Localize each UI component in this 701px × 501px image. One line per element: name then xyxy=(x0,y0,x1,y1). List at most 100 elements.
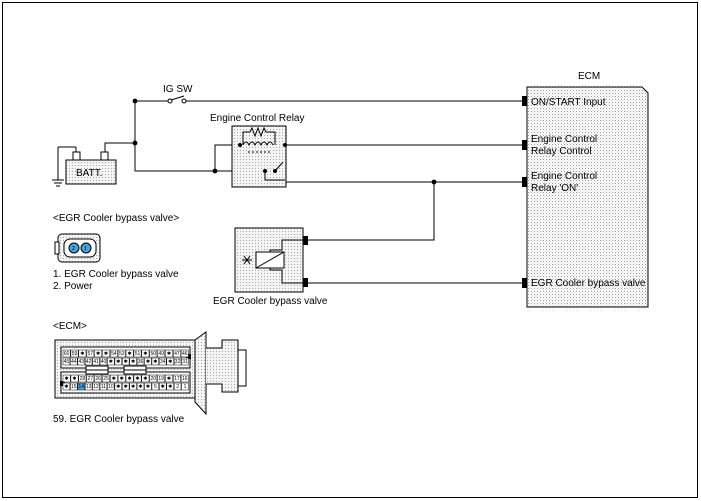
ecm-pin-label: ✱ xyxy=(72,376,76,382)
ecm-pin-label: 15 xyxy=(71,384,77,390)
ecm-pin-cell xyxy=(173,357,182,366)
ecm-pin-cell xyxy=(70,382,78,391)
ecm-pin-cell xyxy=(77,382,85,391)
ecm-pin-cell xyxy=(102,349,110,358)
ecm-box xyxy=(522,86,649,308)
ecm-pin-cell xyxy=(92,357,100,366)
ecm-pin-label: ✱ xyxy=(168,359,172,365)
ecm-pin-cell xyxy=(157,349,166,358)
ecm-relay-control-label-2: Relay Control xyxy=(531,146,592,157)
ecm-pin-label: ✱ xyxy=(96,351,100,357)
ecm-pin-label: ✱ xyxy=(109,359,113,365)
ecm-pin-cell xyxy=(173,382,182,391)
wires xyxy=(104,100,522,284)
ecm-pin-label: ✱ xyxy=(104,351,108,357)
ecm-pin-label: 57 xyxy=(87,351,93,357)
ecm-pin-cell xyxy=(114,382,122,391)
ecm-pin-label: 41 xyxy=(93,359,99,365)
ecm-pin-cell xyxy=(181,382,189,391)
ecm-pin-cell xyxy=(99,357,108,366)
ecm-pin-label: ✱ xyxy=(128,376,132,382)
ecm-pin-label: 28 xyxy=(80,376,86,382)
ecm-pin-cell xyxy=(117,349,126,358)
ecm-pin-cell xyxy=(92,382,100,391)
ecm-pin-label: 34 xyxy=(160,359,166,365)
ecm-pin-relay-control xyxy=(522,140,527,150)
ecm-pin-cell xyxy=(136,357,145,366)
ecm-pin-label: ✱ xyxy=(65,376,69,382)
ecm-pin-label: 16 xyxy=(182,376,188,382)
ecm-pin-label: 11 xyxy=(101,384,106,390)
ecm-pin-cell xyxy=(166,382,174,391)
ecm-pin-cell xyxy=(180,349,189,358)
egr-connector-pin-1: 1 xyxy=(84,246,87,252)
junction-dots xyxy=(132,98,437,185)
ecm-pin-label: ✱ xyxy=(146,384,150,390)
ecm-pin-cell xyxy=(151,382,160,391)
ecm-pin-label: ✱ xyxy=(153,359,157,365)
ecm-pin-cell xyxy=(86,374,95,383)
ig-switch xyxy=(167,95,187,104)
ecm-pin-label: 49 xyxy=(158,351,164,357)
ecm-pin-cell xyxy=(110,349,118,358)
ecm-pin-cell xyxy=(122,357,130,366)
ecm-pin-label: 1 xyxy=(184,384,187,390)
battery xyxy=(65,151,117,185)
ecm-pin-cell xyxy=(165,349,173,358)
ecm-pin-label: ✱ xyxy=(80,351,84,357)
ecm-pin-cell xyxy=(110,374,118,383)
ecm-pin-label: 59 xyxy=(72,351,78,357)
ecm-pin-label: 46 xyxy=(182,351,188,357)
ecm-pin-label: ✱ xyxy=(128,351,132,357)
ecm-pin-cell xyxy=(133,374,142,383)
ecm-pin-label: 5 xyxy=(154,384,157,390)
ecm-pin-label: ✱ xyxy=(143,376,147,382)
ecm-pin-label: 25 xyxy=(103,376,109,382)
ecm-pin-cell xyxy=(133,349,142,358)
ecm-pin-cell xyxy=(157,374,166,383)
ecm-pin-label: 12 xyxy=(93,384,99,390)
ecm-pin-label: 40 xyxy=(101,359,107,365)
ecm-relay-on-label-1: Engine Control xyxy=(531,171,597,182)
ecm-pin-cell xyxy=(62,382,71,391)
ecm-pin-label: ✱ xyxy=(124,359,128,365)
ecm-pin-label: 31 xyxy=(182,359,188,365)
ecm-pin-cell xyxy=(84,382,93,391)
ecm-pin-label: 17 xyxy=(174,376,180,382)
ecm-pin-label: ✱ xyxy=(135,376,139,382)
ecm-pin-cell xyxy=(78,374,87,383)
ecm-pin-label: ✱ xyxy=(124,384,128,390)
ecm-pin-label: 54 xyxy=(111,351,117,357)
ecm-connector-header: <ECM> xyxy=(53,321,87,332)
ecm-egr-valve-label: EGR Cooler bypass valve xyxy=(531,278,646,289)
ecm-pin-cell xyxy=(70,349,79,358)
ecm-pin-on-start xyxy=(522,96,527,106)
ecm-legend: 59. EGR Cooler bypass valve xyxy=(53,414,185,425)
egr-valve-label: EGR Cooler bypass valve xyxy=(213,296,328,307)
ecm-pin-cell xyxy=(141,374,150,383)
ecm-pin-label: 44 xyxy=(71,359,77,365)
ecm-pin-label: ✱ xyxy=(116,359,120,365)
ecm-pin-cell xyxy=(94,374,103,383)
ecm-pin-label: 14 xyxy=(78,384,84,390)
ecm-pin-cell xyxy=(122,382,130,391)
ecm-pin-label: ✱ xyxy=(168,384,172,390)
egr-legend-2: 2. Power xyxy=(53,281,93,292)
ecm-pin-cell xyxy=(125,374,134,383)
ecm-pin-cell xyxy=(107,382,115,391)
ecm-pin-cell xyxy=(78,349,87,358)
ecm-pin-label: 43 xyxy=(78,359,84,365)
ecm-pin-cell xyxy=(102,374,110,383)
ecm-pin-cell xyxy=(94,349,103,358)
ecm-pin-label: 47 xyxy=(174,351,180,357)
egr-connector-header: <EGR Cooler bypass valve> xyxy=(53,213,179,224)
ecm-pin-cell xyxy=(129,357,137,366)
battery-label: BATT. xyxy=(76,168,102,179)
ecm-pin-label: 36 xyxy=(138,359,144,365)
ecm-pin-cell xyxy=(180,374,189,383)
ecm-pin-cell xyxy=(159,357,167,366)
egr-valve-actuator xyxy=(234,227,308,293)
ecm-pin-label: ✱ xyxy=(131,359,135,365)
ecm-pin-label: ✱ xyxy=(167,351,171,357)
